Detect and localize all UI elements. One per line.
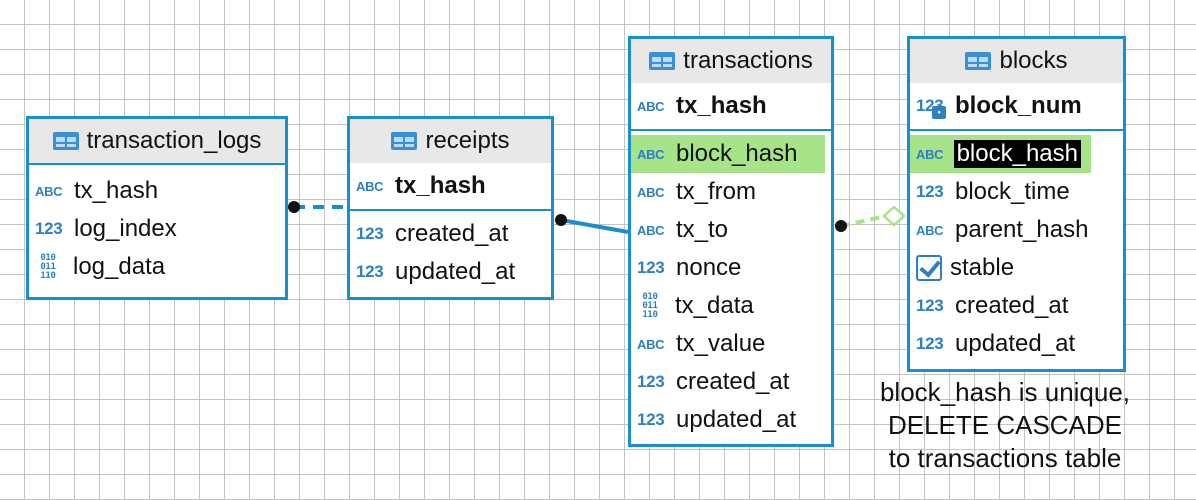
column-name: tx_from (676, 178, 757, 205)
column-row[interactable]: 123 created_at (350, 215, 551, 253)
relation-transactions-blocks-diamond (882, 205, 906, 227)
abc-type-icon: ABC (637, 336, 665, 352)
column-name: parent_hash (955, 216, 1089, 243)
column-name: log_data (73, 253, 166, 280)
table-transactions[interactable]: transactions ABC tx_hash ABC block_hash … (628, 36, 834, 447)
column-row[interactable]: 123 block_time (910, 173, 1123, 211)
relation-transactions-blocks-endpoint (835, 220, 847, 232)
abc-type-icon: ABC (637, 184, 665, 200)
relation-transactions-blocks[interactable] (840, 214, 887, 228)
abc-type-icon: ABC (637, 98, 665, 114)
column-row[interactable]: ABC tx_value (631, 325, 831, 363)
primary-key-row[interactable]: ABC tx_hash (631, 87, 831, 125)
lock-icon: • (932, 106, 946, 119)
column-row[interactable]: ABC tx_hash (29, 172, 285, 210)
column-name: stable (950, 254, 1015, 281)
column-row[interactable]: 010 011 110 tx_data (631, 287, 831, 325)
table-title: receipts (425, 127, 510, 154)
column-name: tx_data (675, 292, 754, 319)
column-name: block_time (955, 178, 1070, 205)
number-type-icon: 123 (637, 410, 665, 429)
column-name: tx_hash (74, 177, 159, 204)
abc-type-icon: ABC (637, 146, 665, 162)
column-row[interactable]: ABC parent_hash (910, 211, 1123, 249)
table-grid-icon (391, 132, 418, 150)
key-lock-icon: 123• (916, 96, 950, 119)
column-name: updated_at (395, 258, 516, 285)
table-transaction-logs[interactable]: transaction_logs ABC tx_hash 123 log_ind… (26, 116, 288, 300)
number-type-icon: 123 (916, 182, 944, 201)
column-row[interactable]: 123 updated_at (631, 401, 831, 439)
table-title: blocks (999, 47, 1068, 74)
table-receipts[interactable]: receipts ABC tx_hash 123 created_at 123 … (347, 116, 554, 300)
column-name: tx_to (676, 216, 729, 243)
primary-key-row[interactable]: ABC tx_hash (350, 167, 551, 205)
note-line: block_hash is unique, (879, 377, 1131, 407)
abc-type-icon: ABC (637, 222, 665, 238)
relationship-note[interactable]: block_hash is unique, DELETE CASCADE to … (855, 376, 1155, 475)
column-row[interactable]: 123 created_at (910, 287, 1123, 325)
column-name: tx_hash (395, 172, 486, 199)
abc-type-icon: ABC (916, 146, 944, 162)
column-name: updated_at (676, 406, 797, 433)
relation-logs-receipts-endpoint (288, 201, 300, 213)
table-header[interactable]: transaction_logs (29, 119, 285, 163)
key-divider (910, 129, 1123, 131)
number-type-icon: 123 (916, 296, 944, 315)
note-line: DELETE CASCADE (887, 410, 1123, 440)
column-name: created_at (395, 220, 509, 247)
header-divider (29, 163, 285, 165)
number-type-icon: 123 (637, 258, 665, 277)
column-name: log_index (74, 215, 177, 242)
column-row[interactable]: 123 nonce (631, 249, 831, 287)
number-type-icon: 123 (356, 262, 384, 281)
column-name: tx_hash (676, 92, 767, 119)
column-row[interactable]: stable (910, 249, 1123, 287)
column-row[interactable]: ABC tx_to (631, 211, 831, 249)
column-row[interactable]: 123 log_index (29, 210, 285, 248)
table-grid-icon (52, 132, 79, 150)
table-header[interactable]: receipts (350, 119, 551, 163)
table-title: transactions (683, 47, 813, 74)
column-name: nonce (676, 254, 742, 281)
table-header[interactable]: transactions (631, 39, 831, 83)
number-type-icon: 123 (356, 224, 384, 243)
column-row-highlighted[interactable]: ABC block_hash (910, 135, 1091, 173)
table-grid-icon (649, 52, 676, 70)
checkbox-icon (916, 255, 942, 281)
key-divider (631, 129, 831, 131)
relation-receipts-transactions[interactable] (560, 218, 629, 234)
column-row[interactable]: 010 011 110 log_data (29, 248, 285, 286)
key-divider (350, 209, 551, 211)
relation-receipts-transactions-endpoint (555, 214, 567, 226)
binary-type-icon: 010 011 110 (40, 252, 56, 281)
abc-type-icon: ABC (35, 183, 63, 199)
number-type-icon: 123 (35, 219, 63, 238)
column-name: updated_at (955, 330, 1076, 357)
table-blocks[interactable]: blocks 123• block_num ABC block_hash 123… (907, 36, 1126, 372)
column-name: block_hash (676, 140, 798, 167)
note-line: to transactions table (888, 443, 1122, 473)
table-title: transaction_logs (86, 127, 262, 154)
column-row-highlighted[interactable]: ABC block_hash (631, 135, 825, 173)
column-row[interactable]: 123 updated_at (910, 325, 1123, 363)
column-name-selected: block_hash (953, 140, 1081, 168)
number-type-icon: 123 (637, 372, 665, 391)
column-name: created_at (955, 292, 1069, 319)
number-type-icon: 123 (916, 334, 944, 353)
table-grid-icon (965, 52, 992, 70)
column-row[interactable]: 123 created_at (631, 363, 831, 401)
column-row[interactable]: ABC tx_from (631, 173, 831, 211)
table-header[interactable]: blocks (910, 39, 1123, 83)
abc-type-icon: ABC (916, 222, 944, 238)
column-row[interactable]: 123 updated_at (350, 253, 551, 291)
primary-key-row[interactable]: 123• block_num (910, 87, 1123, 125)
column-name: block_num (955, 92, 1082, 119)
column-name: created_at (676, 368, 790, 395)
column-name: tx_value (676, 330, 766, 357)
binary-type-icon: 010 011 110 (642, 291, 658, 320)
abc-type-icon: ABC (356, 178, 384, 194)
